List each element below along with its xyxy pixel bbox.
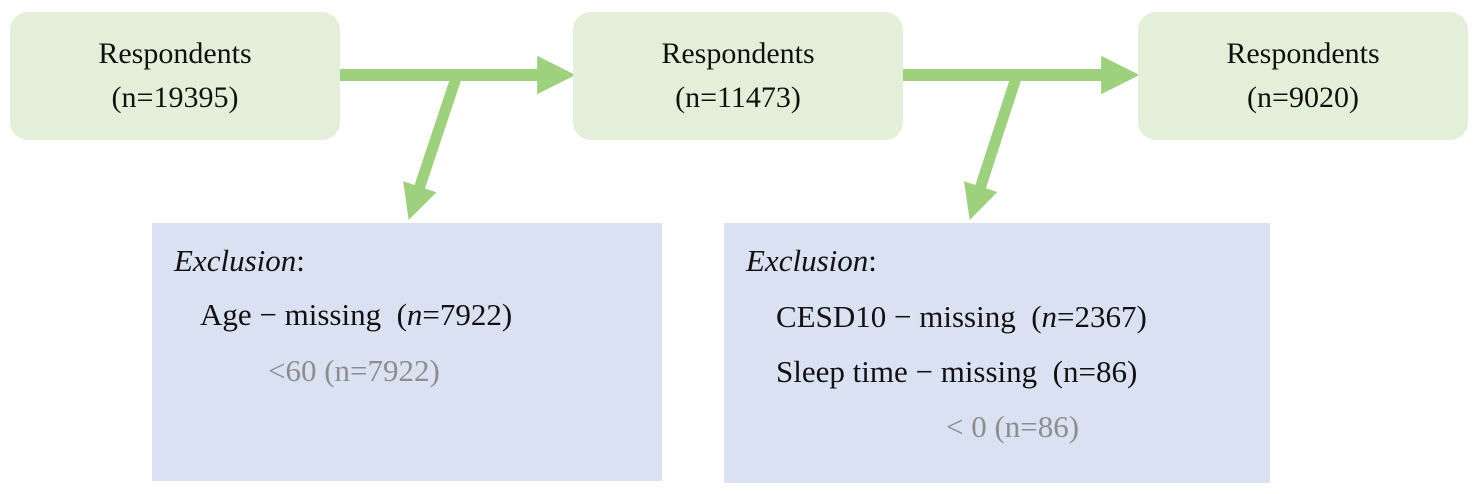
node-count: (n=9020) — [1247, 81, 1359, 114]
node-count: (n=11473) — [675, 81, 801, 114]
exclusion-row-n: n — [406, 297, 423, 332]
flow-node-respondents-2: Respondents (n=11473) — [573, 12, 903, 140]
exclusion-heading: Exclusion: — [174, 243, 305, 279]
exclusion-row-n: n — [1041, 299, 1058, 334]
exclusion-subnote: < 0 (n=86) — [946, 409, 1080, 444]
exclusion-box-2: Exclusion: CESD10 − missing (n=2367) Sle… — [724, 223, 1270, 483]
exclusion-subnote: <60 (n=7922) — [268, 353, 440, 388]
exclusion-row-name: Age − missing ( — [200, 297, 407, 332]
exclusion-row-value: =2367) — [1057, 299, 1147, 334]
exclusion-box-1: Exclusion: Age − missing (n=7922) <60 (n… — [152, 223, 662, 481]
node-label: Respondents — [1226, 37, 1380, 70]
node-count: (n=19395) — [111, 81, 239, 114]
exclusion-heading-text: Exclusion — [746, 243, 869, 278]
exclusion-heading-text: Exclusion — [174, 243, 297, 278]
arrow-branch-to-exclusion-1 — [403, 76, 462, 221]
exclusion-row-sleep-time: Sleep time − missing (n=86) — [776, 354, 1138, 389]
node-label: Respondents — [98, 37, 252, 70]
exclusion-heading: Exclusion: — [746, 243, 877, 279]
flow-node-respondents-3: Respondents (n=9020) — [1138, 12, 1468, 140]
flow-node-respondents-1: Respondents (n=19395) — [10, 12, 340, 140]
exclusion-heading-colon: : — [296, 243, 305, 278]
exclusion-heading-colon: : — [868, 243, 877, 278]
exclusion-row-name: CESD10 − missing ( — [776, 299, 1042, 334]
exclusion-row-value: =7922) — [422, 297, 513, 332]
exclusion-row-cesd10: CESD10 − missing (n=2367) — [776, 299, 1147, 335]
exclusion-row-age: Age − missing (n=7922) — [200, 297, 512, 333]
arrow-branch-to-exclusion-2 — [963, 76, 1022, 221]
node-label: Respondents — [661, 37, 815, 70]
